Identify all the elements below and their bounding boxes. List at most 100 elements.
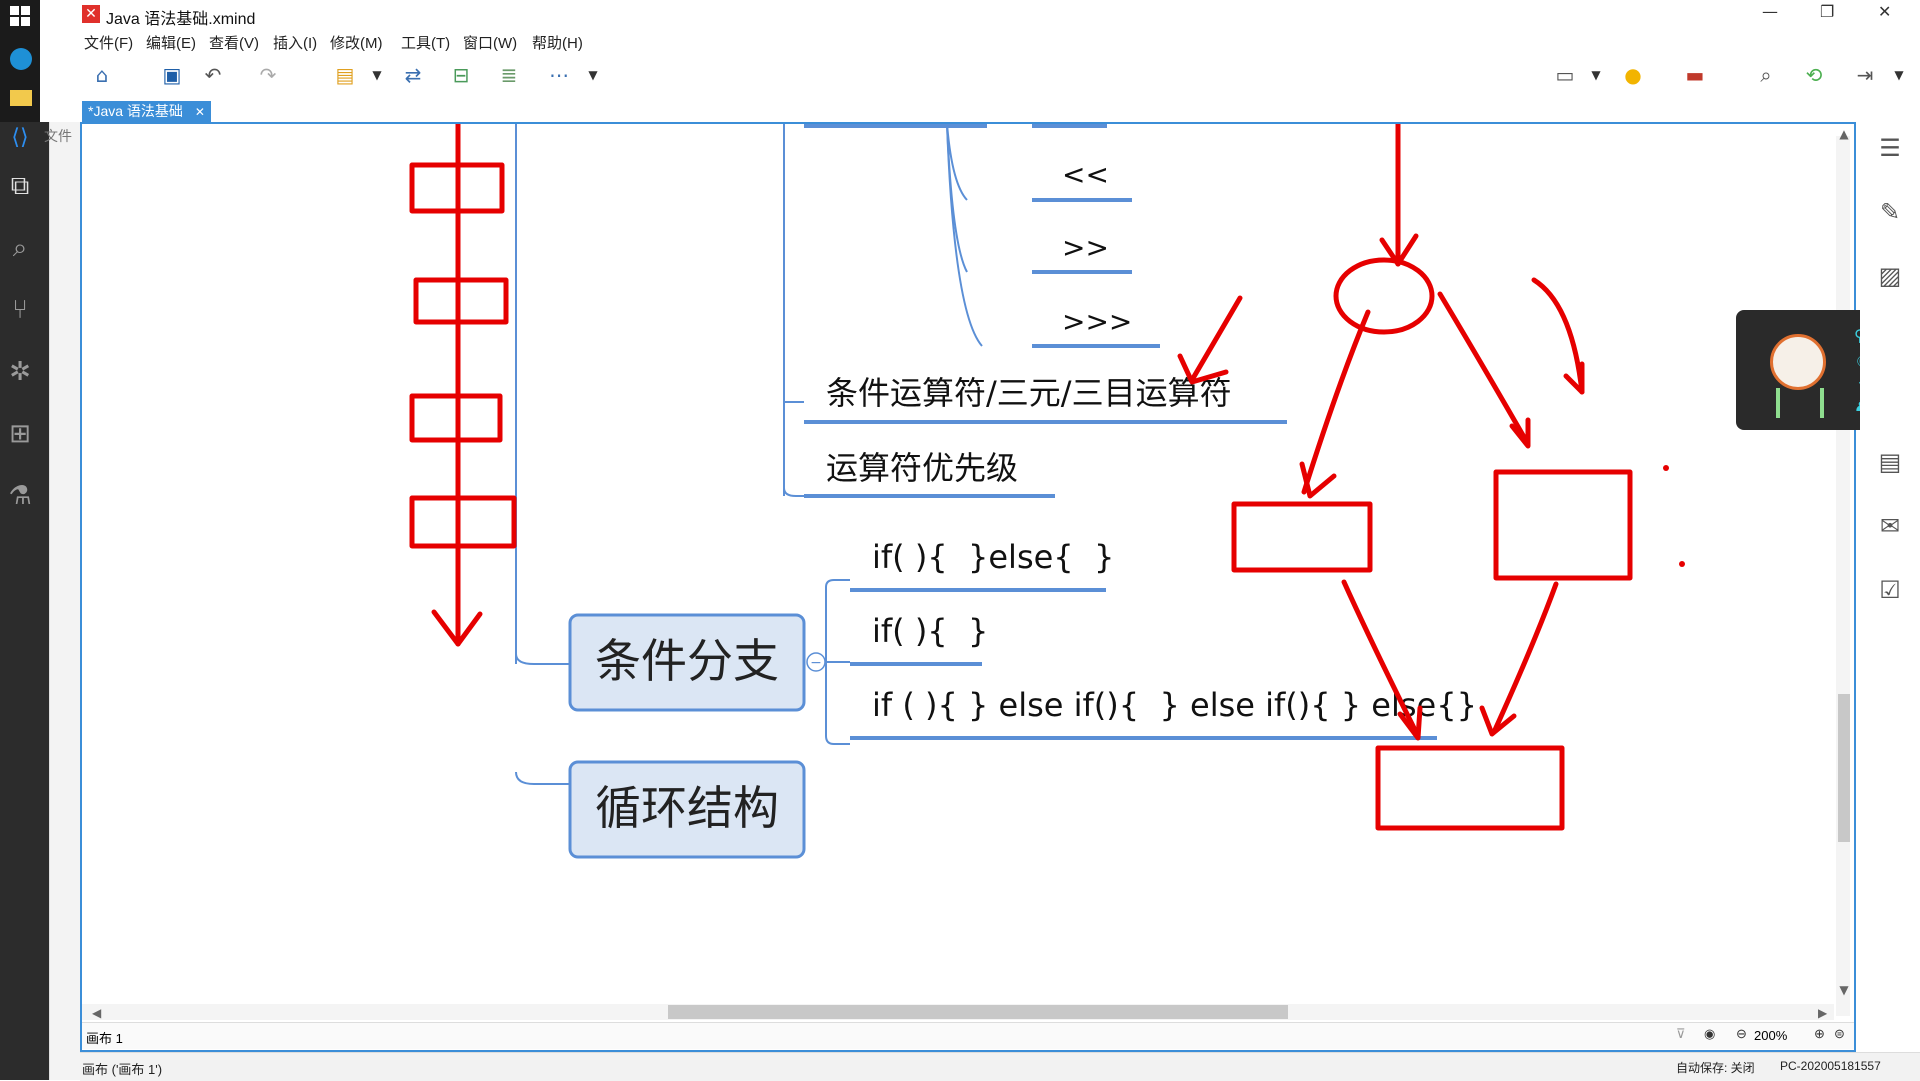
share-icon[interactable]: ⟲ — [1805, 63, 1823, 87]
image-icon[interactable]: ▨ — [1878, 262, 1902, 290]
avatar — [1770, 334, 1826, 390]
vscode-explorer-panel: 文件 — [44, 122, 81, 1080]
menu-insert[interactable]: 插入(I) — [273, 35, 318, 52]
boundary-icon[interactable]: ⊟ — [452, 63, 470, 87]
undo-icon[interactable]: ↶ — [204, 63, 222, 87]
minimize-button[interactable]: — — [1762, 2, 1778, 21]
home-icon[interactable]: ⌂ — [95, 63, 109, 87]
topic-style-dropdown-icon[interactable]: ▼ — [372, 68, 382, 82]
avatar-legs — [1776, 388, 1824, 418]
restore-button[interactable]: ❐ — [1820, 2, 1835, 21]
search-icon[interactable]: ⌕ — [12, 233, 28, 263]
presentation-dropdown-icon[interactable]: ▼ — [1591, 68, 1601, 82]
notes-icon[interactable]: ▤ — [1878, 448, 1902, 476]
zoom-level: 200% — [1754, 1028, 1788, 1043]
mindmap-connectors — [515, 124, 983, 785]
topic-style-icon[interactable]: ▤ — [335, 63, 355, 87]
menu-file[interactable]: 文件(F) — [84, 35, 134, 52]
relationship-icon[interactable]: ⇄ — [404, 63, 422, 87]
explorer-label: 文件 — [44, 129, 72, 145]
vertical-scrollbar-track[interactable] — [1836, 136, 1850, 1016]
title-bar: ✕ Java 语法基础.xmind — ❐ ✕ — [80, 0, 1920, 30]
more-icon[interactable]: ⋯ — [549, 63, 569, 87]
view-eye-icon[interactable]: ◉ — [1704, 1026, 1716, 1041]
if-else-if-topic: if ( ){ } else if(){ } else if(){ } else… — [872, 686, 1477, 724]
if-topic: if( ){ } — [872, 612, 988, 650]
source-control-icon[interactable]: ⑂ — [12, 295, 28, 325]
menu-view[interactable]: 查看(V) — [209, 35, 259, 52]
idea-lightbulb-icon[interactable]: ● — [1624, 63, 1642, 87]
summary-icon[interactable]: ≣ — [500, 63, 518, 87]
vscode-logo-icon: ⟨⟩ — [11, 125, 29, 150]
operator-right-shift: >> — [1062, 231, 1109, 264]
right-side-panel: ☰ ✎ ▨ ▤ ✉ ☑ — [1860, 122, 1920, 1052]
mindmap-canvas[interactable]: << >> >>> 条件运算符/三元/三目运算符 运算符优先级 条件分支 循环结… — [80, 122, 1856, 1052]
windows-start-icon[interactable] — [10, 6, 30, 26]
edge-browser-icon[interactable] — [10, 48, 32, 70]
menu-window[interactable]: 窗口(W) — [463, 35, 518, 52]
file-explorer-icon[interactable] — [10, 90, 32, 106]
export-dropdown-icon[interactable]: ▼ — [1894, 68, 1904, 82]
tab-close-icon[interactable]: ✕ — [194, 105, 205, 119]
red-annotations — [409, 124, 1633, 831]
testing-icon[interactable]: ⚗ — [8, 481, 32, 511]
horizontal-scrollbar-thumb[interactable] — [668, 1005, 1288, 1019]
presentation-icon[interactable]: ▭ — [1555, 63, 1575, 87]
task-icon[interactable]: ☑ — [1879, 576, 1901, 604]
close-button[interactable]: ✕ — [1878, 2, 1892, 21]
outline-view-icon[interactable]: ▬ — [1685, 63, 1705, 87]
annotation-dot — [1663, 465, 1669, 471]
topic-underlines — [804, 124, 1437, 740]
operator-left-shift: << — [1062, 158, 1109, 191]
windows-taskbar — [0, 0, 40, 122]
computer-name: PC-202005181557 — [1780, 1059, 1881, 1073]
status-bar: 画布 ('画布 1') 自动保存: 关闭 PC-202005181557 — [80, 1052, 1920, 1081]
toolbar: ⌂ ▣ ↶ ↷ ▤ ▼ ⇄ ⊟ ≣ ⋯ ▼ ▭ ▼ ● ▬ ⌕ ⟲ ⇥ ▼ — [80, 52, 1920, 100]
ternary-operator-topic: 条件运算符/三元/三目运算符 — [826, 374, 1232, 412]
debug-icon[interactable]: ✲ — [9, 357, 31, 387]
export-icon[interactable]: ⇥ — [1856, 63, 1874, 87]
scroll-right-icon[interactable]: ▶ — [1818, 1006, 1828, 1020]
scroll-up-icon[interactable]: ▲ — [1839, 127, 1849, 141]
filter-icon[interactable]: ⊽ — [1676, 1026, 1686, 1041]
more-dropdown-icon[interactable]: ▼ — [588, 68, 598, 82]
window-title: Java 语法基础.xmind — [106, 11, 256, 28]
annotation-branch-diagram — [1177, 124, 1633, 831]
scroll-down-icon[interactable]: ▼ — [1839, 983, 1849, 997]
zoom-out-icon[interactable]: ⊖ — [1736, 1026, 1747, 1041]
comments-icon[interactable]: ✉ — [1879, 512, 1901, 540]
menu-edit[interactable]: 编辑(E) — [146, 35, 196, 52]
outline-panel-icon[interactable]: ☰ — [1879, 134, 1901, 162]
zoom-in-icon[interactable]: ⊕ — [1814, 1026, 1825, 1041]
vertical-scrollbar-thumb[interactable] — [1838, 694, 1850, 842]
scroll-left-icon[interactable]: ◀ — [92, 1006, 102, 1020]
widget-dot-icon[interactable]: · — [1858, 376, 1862, 390]
menu-modify[interactable]: 修改(M) — [330, 35, 383, 52]
autosave-status[interactable]: 自动保存: 关闭 — [1676, 1061, 1755, 1075]
conditional-branch-topic: 条件分支 — [595, 634, 779, 688]
explorer-icon[interactable]: ⧉ — [10, 171, 30, 201]
menu-help[interactable]: 帮助(H) — [532, 35, 583, 52]
conditional-branch-topic-box[interactable] — [568, 613, 806, 712]
save-icon[interactable]: ▣ — [162, 63, 182, 87]
annotation-dot — [1679, 561, 1685, 567]
collapse-toggle[interactable] — [806, 652, 826, 672]
operator-unsigned-right-shift: >>> — [1062, 305, 1132, 338]
menu-bar: 文件(F) 编辑(E) 查看(V) 插入(I) 修改(M) 工具(T) 窗口(W… — [80, 30, 1920, 52]
zoom-search-icon[interactable]: ⌕ — [1760, 63, 1772, 87]
sheet-tab[interactable]: 画布 1 — [86, 1031, 123, 1046]
loop-structure-topic-box[interactable] — [568, 760, 806, 859]
collapse-symbol: − — [810, 655, 822, 671]
vscode-activity-bar: ⟨⟩ ⧉ ⌕ ⑂ ✲ ⊞ ⚗ — [0, 122, 49, 1080]
fit-view-icon[interactable]: ⊜ — [1834, 1026, 1845, 1041]
format-brush-icon[interactable]: ✎ — [1879, 198, 1901, 226]
xmind-logo-icon: ✕ — [82, 5, 100, 23]
mindmap-svg: << >> >>> 条件运算符/三元/三目运算符 运算符优先级 条件分支 循环结… — [82, 124, 1850, 1020]
extensions-icon[interactable]: ⊞ — [9, 419, 31, 449]
loop-structure-topic: 循环结构 — [595, 781, 779, 835]
tab-java-syntax[interactable]: *Java 语法基础 ✕ — [82, 101, 211, 122]
redo-icon[interactable]: ↷ — [259, 63, 277, 87]
if-else-topic: if( ){ }else{ } — [872, 538, 1114, 576]
menu-tools[interactable]: 工具(T) — [401, 35, 451, 52]
widget-action-icon[interactable]: ⚲ — [1854, 326, 1866, 345]
